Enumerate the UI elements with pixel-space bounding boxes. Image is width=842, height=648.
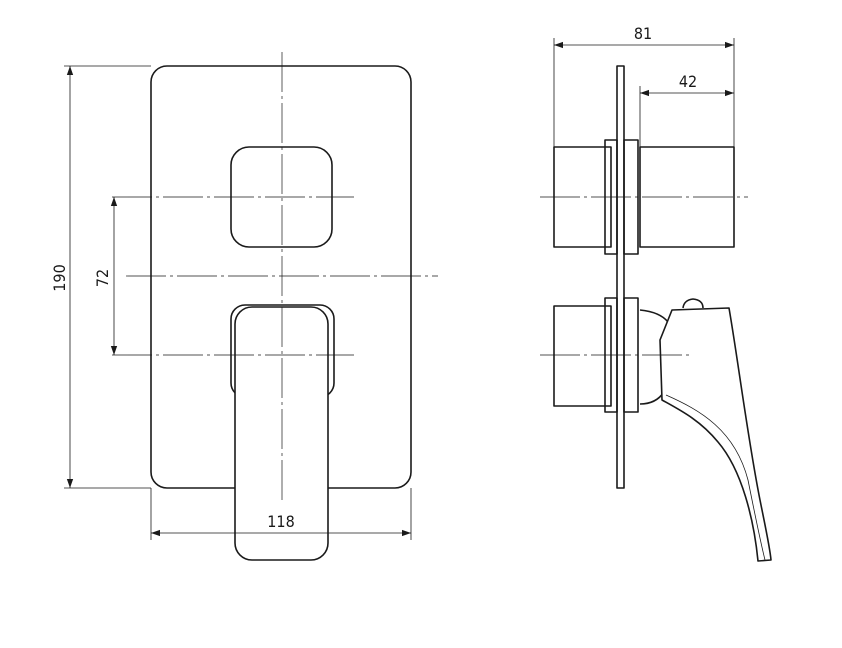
dimension-offset-label: 72	[93, 269, 112, 287]
dimension-depth: 81	[553, 24, 735, 147]
side-cartridge-back	[553, 305, 612, 407]
lever-handle	[234, 306, 329, 561]
dimension-body-depth-label: 42	[679, 72, 697, 91]
dimension-height-label: 190	[50, 264, 69, 291]
side-lever-contour	[665, 394, 766, 561]
dimension-height: 190	[50, 65, 151, 489]
side-lever-button	[682, 298, 704, 309]
side-knob-front	[639, 146, 735, 248]
side-cover-plate	[616, 65, 625, 489]
dimension-body-depth: 42	[639, 72, 734, 147]
dimension-width-label: 118	[267, 512, 294, 531]
side-lever-profile	[659, 307, 772, 562]
dimension-width: 118	[150, 488, 412, 540]
side-view: 81 42	[540, 24, 772, 562]
front-view: 190 72 118	[50, 52, 438, 561]
dimension-depth-label: 81	[634, 24, 652, 43]
dimension-offset: 72	[93, 197, 118, 355]
